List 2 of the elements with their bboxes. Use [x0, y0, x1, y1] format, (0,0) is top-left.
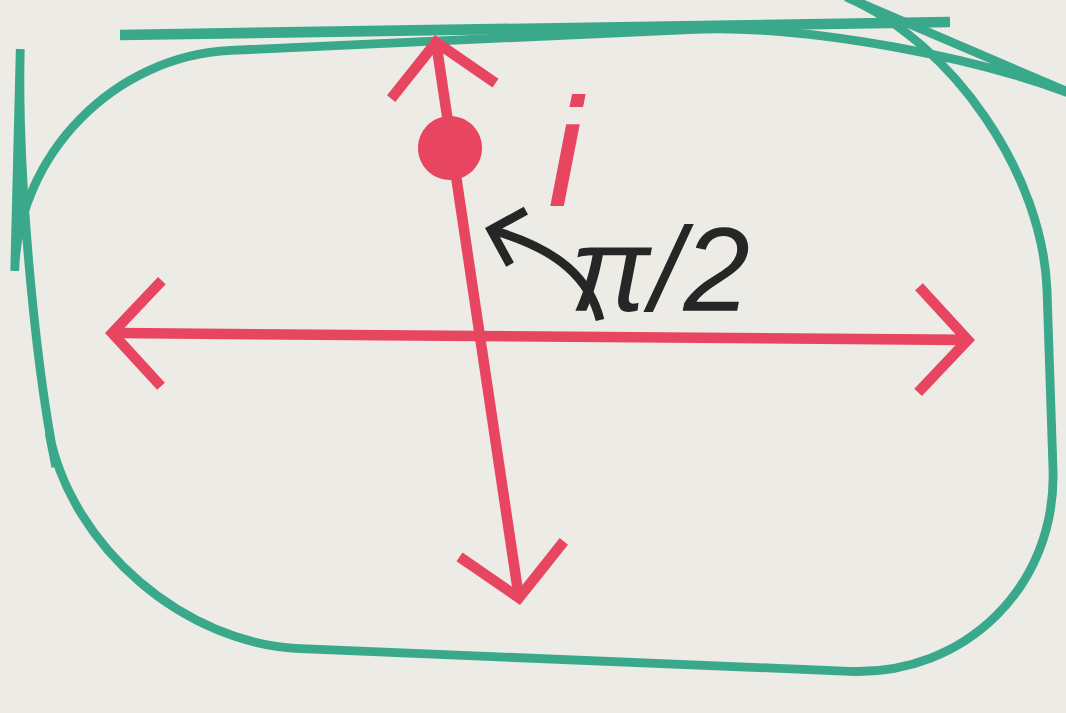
axis-label: π/2 — [575, 224, 749, 312]
axis-label: i — [550, 93, 586, 207]
